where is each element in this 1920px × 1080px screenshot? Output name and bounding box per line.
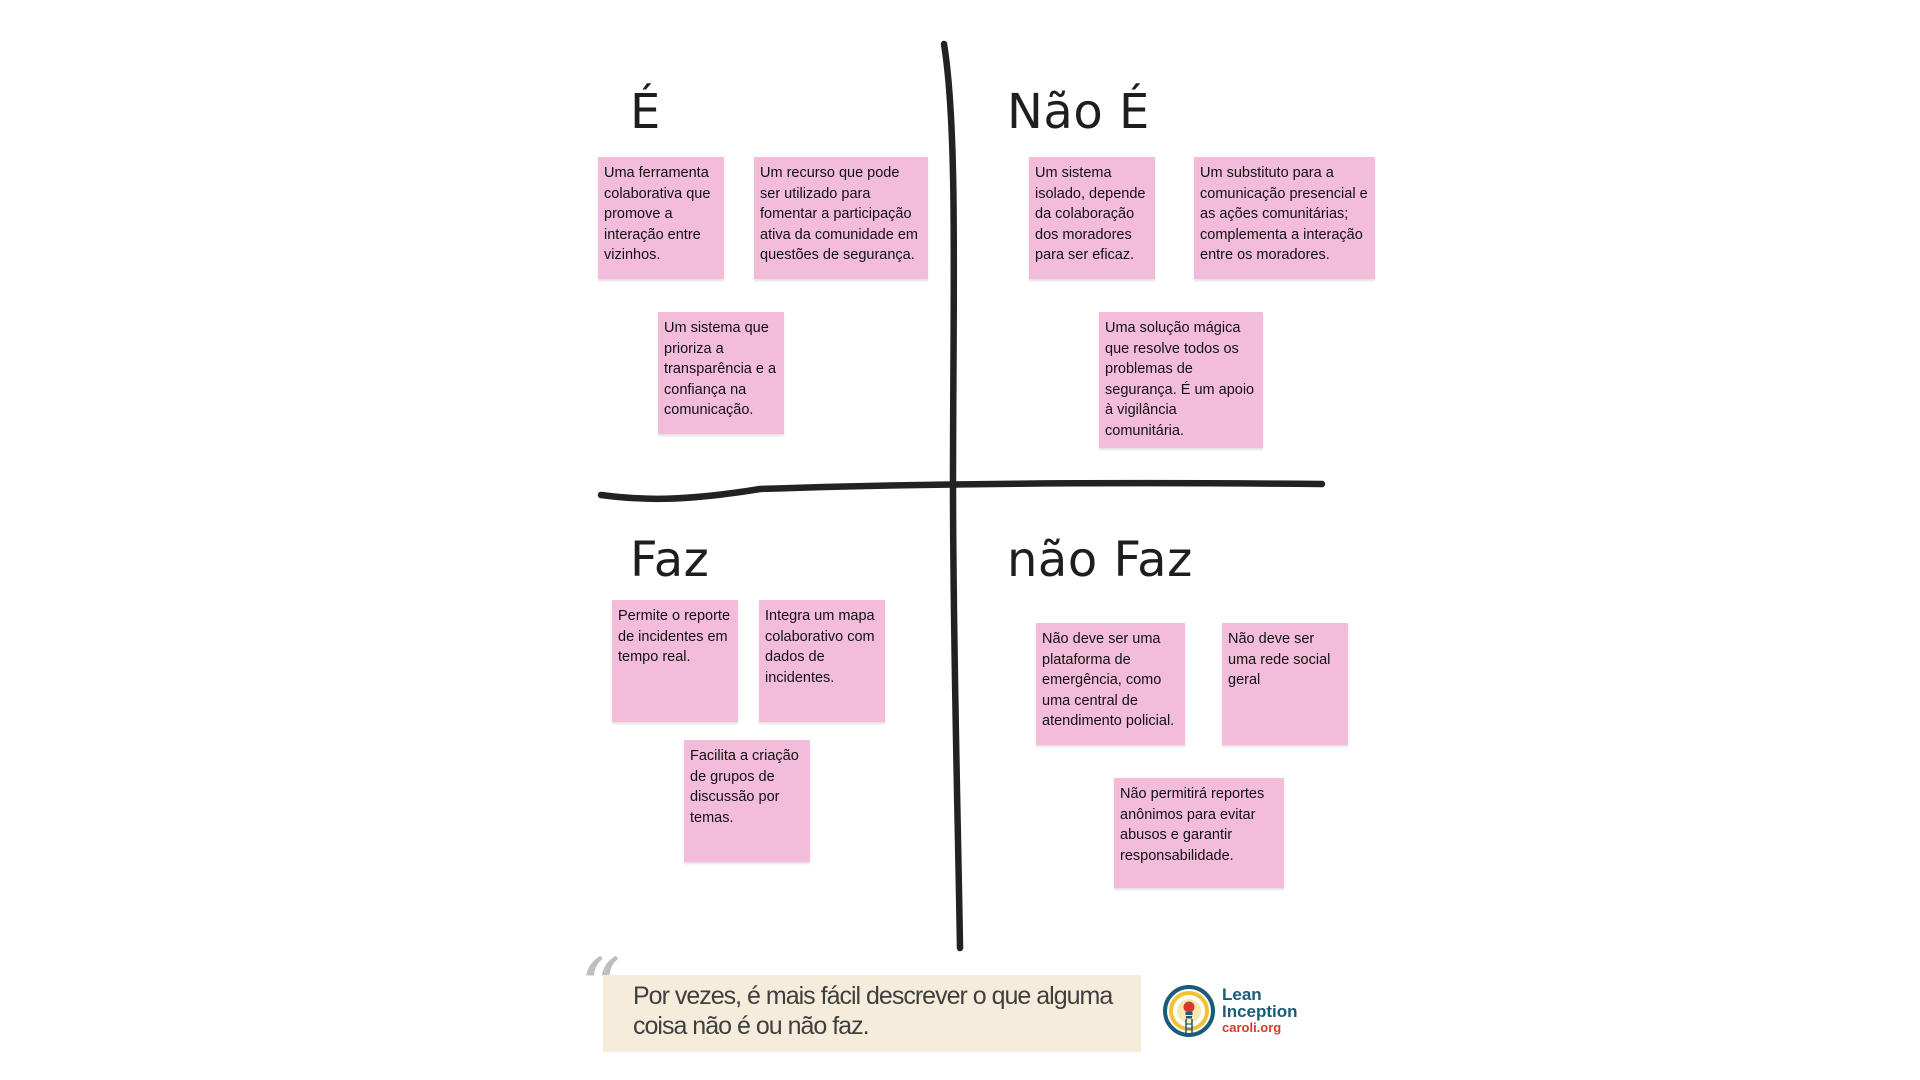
sticky-note[interactable]: Permite o reporte de incidentes em tempo… — [612, 600, 738, 722]
sticky-note[interactable]: Uma solução mágica que resolve todos os … — [1099, 312, 1263, 448]
sticky-note[interactable]: Um sistema que prioriza a transparência … — [658, 312, 784, 434]
sticky-note[interactable]: Não deve ser uma plataforma de emergênci… — [1036, 623, 1185, 745]
sticky-note[interactable]: Não permitirá reportes anônimos para evi… — [1114, 778, 1284, 888]
lightbulb-target-icon — [1163, 985, 1215, 1037]
sticky-note[interactable]: Um sistema isolado, depende da colaboraç… — [1029, 157, 1155, 279]
vertical-axis-line — [940, 40, 964, 952]
sticky-note[interactable]: Não deve ser uma rede social geral — [1222, 623, 1348, 745]
logo-line-lean: Lean — [1222, 985, 1262, 1004]
sticky-note[interactable]: Integra um mapa colaborativo com dados d… — [759, 600, 885, 722]
sticky-note[interactable]: Facilita a criação de grupos de discussã… — [684, 740, 810, 862]
logo-url: caroli.org — [1222, 1020, 1282, 1035]
sticky-note[interactable]: Um recurso que pode ser utilizado para f… — [754, 157, 928, 279]
logo-line-inception: Inception — [1222, 1002, 1298, 1021]
sticky-note[interactable]: Uma ferramenta colaborativa que promove … — [598, 157, 724, 279]
logo-text: Lean Inception caroli.org — [1222, 986, 1298, 1035]
sticky-note[interactable]: Um substituto para a comunicação presenc… — [1194, 157, 1375, 279]
quadrant-title-is-not: Não É — [1007, 84, 1150, 140]
horizontal-axis-line — [597, 479, 1326, 503]
lean-inception-logo: Lean Inception caroli.org — [1162, 982, 1332, 1042]
footer-quote: Por vezes, é mais fácil descrever o que … — [603, 975, 1141, 1052]
quadrant-title-is: É — [630, 84, 661, 140]
quadrant-title-does: Faz — [630, 532, 710, 588]
quadrant-title-does-not: não Faz — [1007, 532, 1193, 588]
